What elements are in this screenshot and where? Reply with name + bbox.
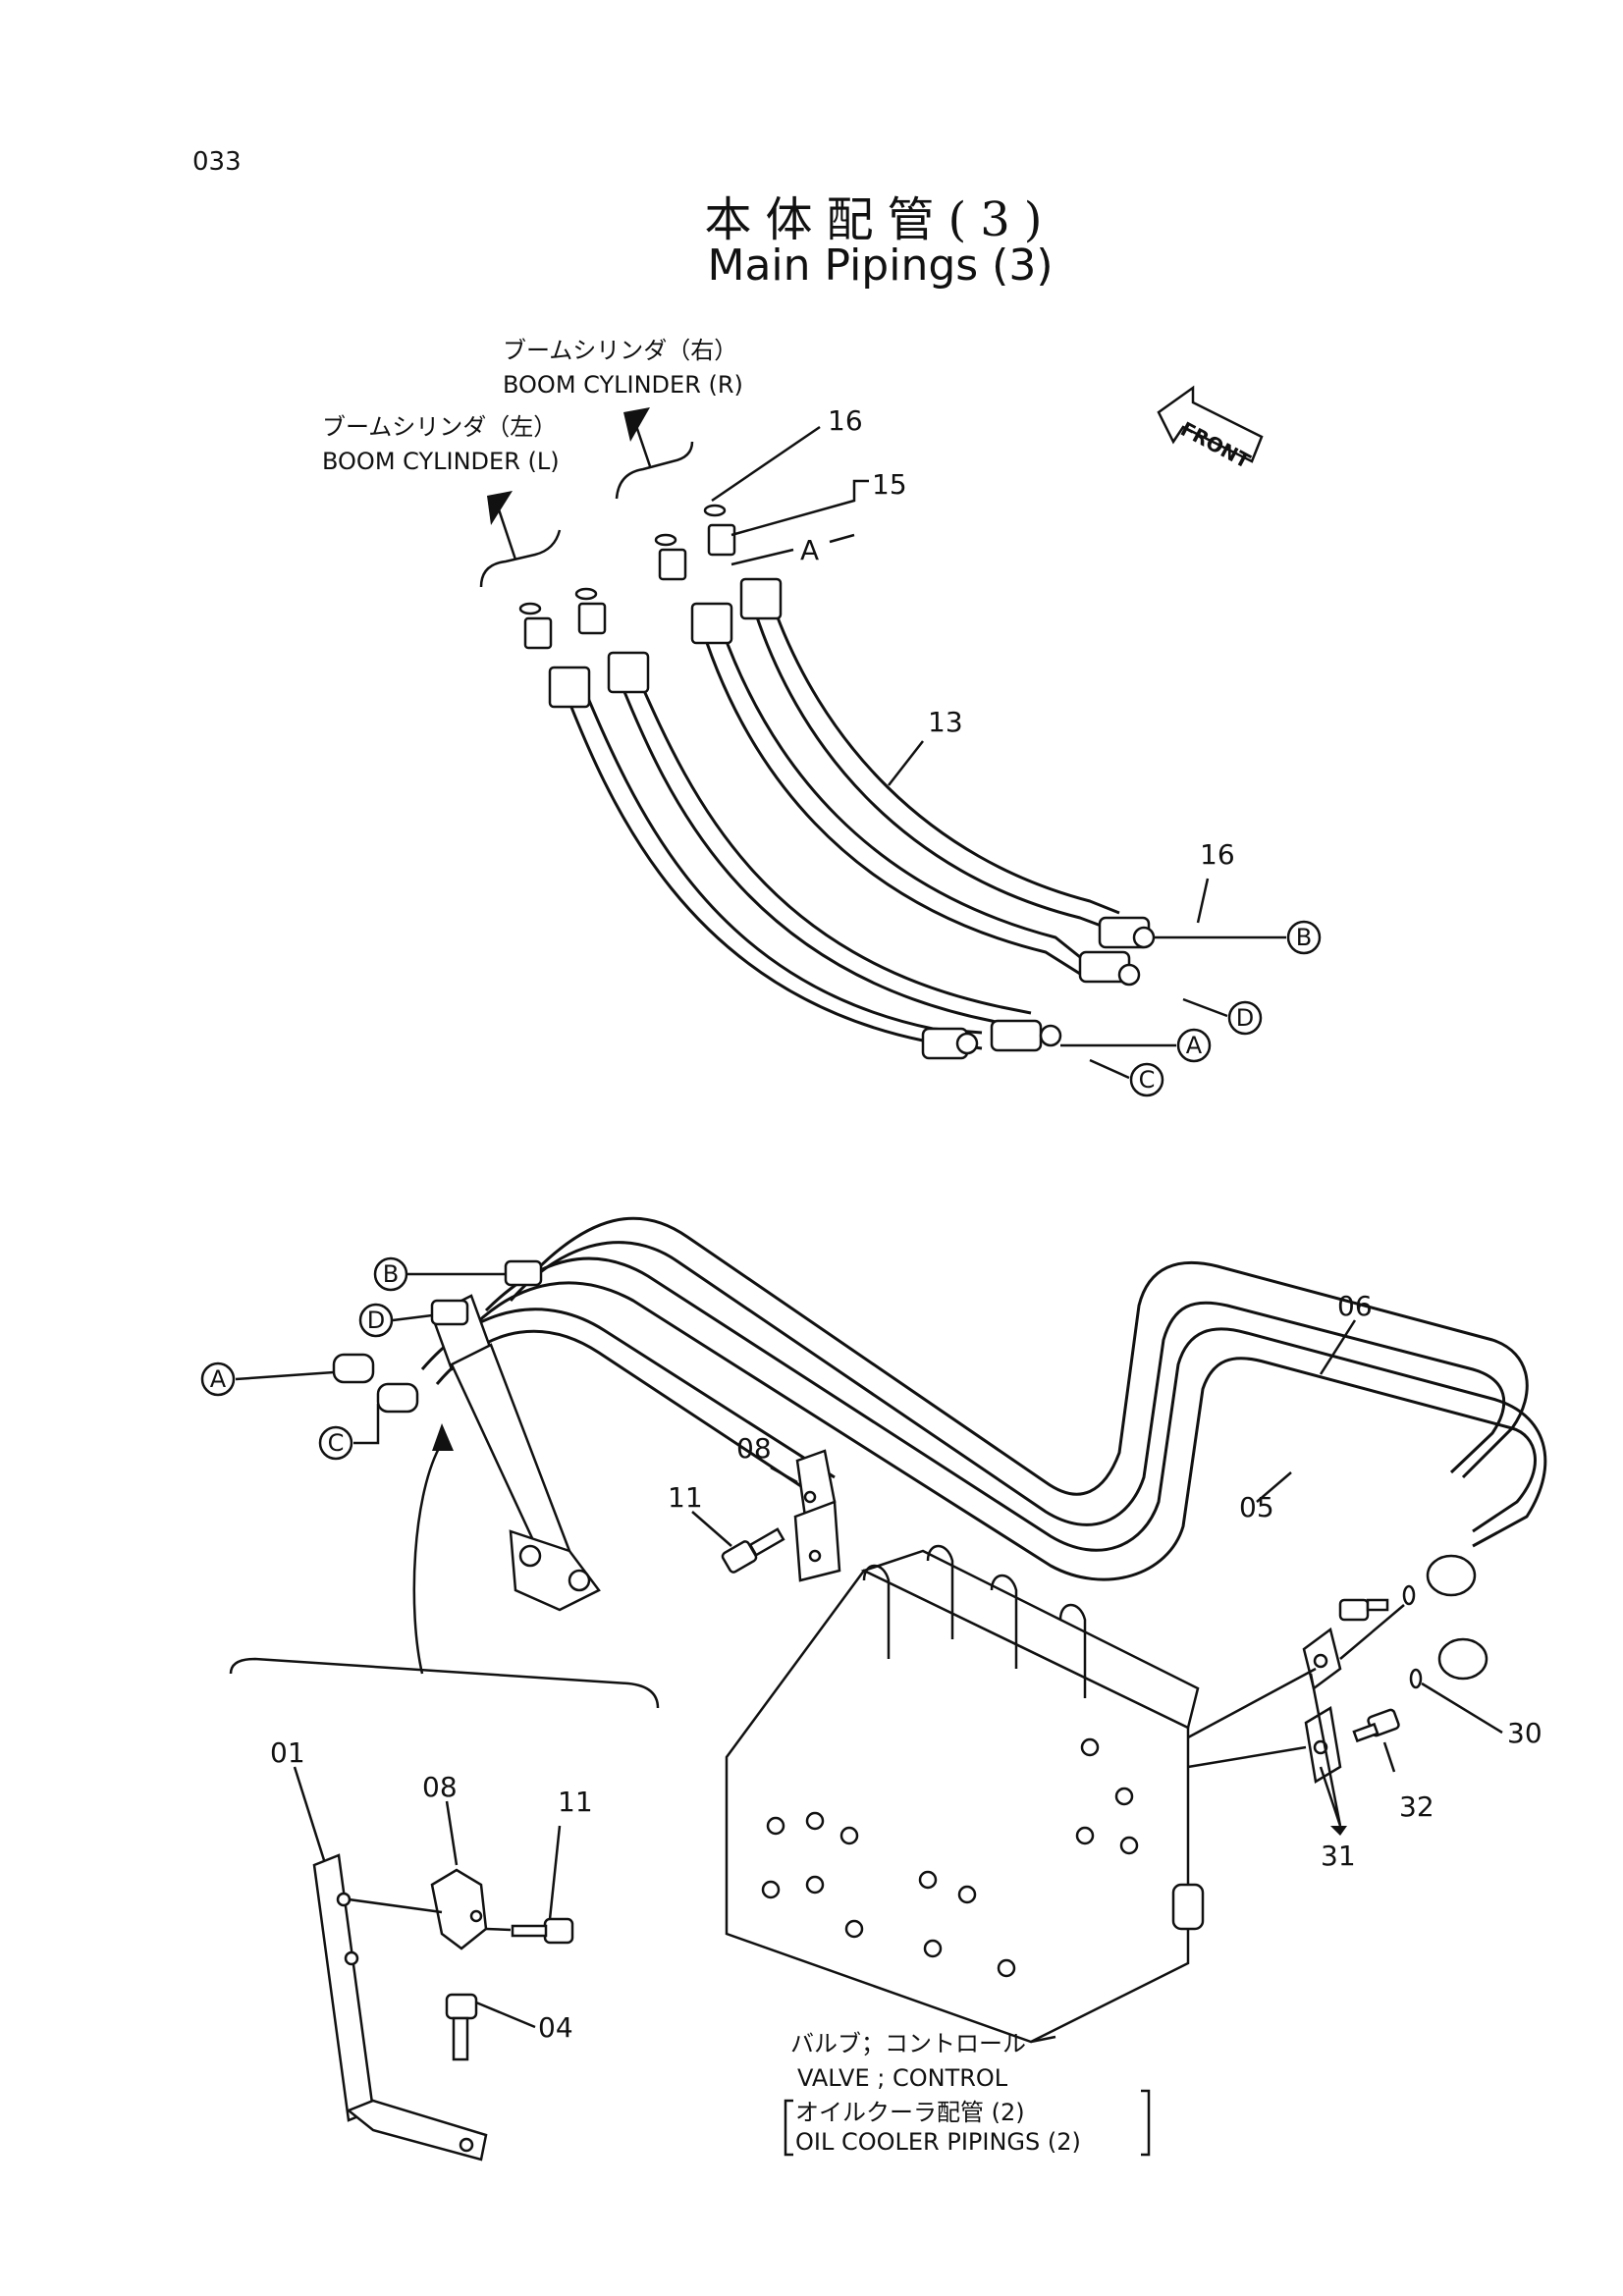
- bolt-04: [445, 1993, 478, 2061]
- ref-b-upper: B: [1296, 924, 1312, 951]
- page-number: 033: [192, 147, 242, 177]
- pipe-end-lower: [1437, 1637, 1488, 1681]
- part-a-label: A: [800, 534, 819, 566]
- cooler-bracket-left: [784, 2099, 793, 2157]
- boom-l-brace: [479, 491, 562, 588]
- upper-fittings: [518, 504, 1156, 1060]
- boom-r-en: BOOM CYLINDER (R): [503, 371, 743, 399]
- clamp-08-upper: [793, 1449, 841, 1582]
- title-english: Main Pipings (3): [707, 240, 1054, 291]
- part-06: 06: [1337, 1290, 1373, 1322]
- part-31: 31: [1321, 1840, 1356, 1872]
- part-01: 01: [270, 1736, 305, 1769]
- bolt-32-lower: [1352, 1708, 1400, 1743]
- ref-a-upper: A: [1186, 1032, 1203, 1059]
- front-arrow: FRONT: [1157, 385, 1264, 473]
- bolt-11-inset: [511, 1917, 574, 1945]
- part-11-inset: 11: [558, 1786, 593, 1818]
- control-valve-body: [725, 1544, 1205, 2044]
- part-04: 04: [538, 2011, 573, 2044]
- leader-11-inset: [548, 1825, 562, 1920]
- ref-d-upper: D: [1236, 1004, 1254, 1032]
- ref-a-lower: A: [210, 1365, 227, 1393]
- part-32: 32: [1399, 1790, 1434, 1823]
- o-ring-30: [1409, 1668, 1423, 1689]
- bracket-01: [312, 1853, 488, 2162]
- bolt-32-upper: [1338, 1598, 1389, 1622]
- cooler-bracket-right: [1141, 2089, 1151, 2157]
- flange-31-upper: [1302, 1627, 1342, 1691]
- ref-d-lower: D: [367, 1307, 385, 1334]
- part-08-inset: 08: [422, 1771, 458, 1803]
- inset-bracket: [229, 1657, 660, 1709]
- o-ring-upper: [1402, 1584, 1416, 1606]
- ref-c-upper: C: [1139, 1066, 1156, 1094]
- leader-08-inset: [445, 1800, 459, 1866]
- part-16b: 16: [1200, 838, 1235, 871]
- part-16a: 16: [828, 404, 863, 437]
- bolt-11-upper: [721, 1527, 785, 1574]
- ref-b-lower: B: [383, 1260, 399, 1288]
- title-japanese: 本体配管(3): [704, 192, 1056, 247]
- ref-c-lower: C: [328, 1429, 345, 1457]
- pipe-bracket: [332, 1259, 601, 1612]
- part-13: 13: [928, 706, 963, 738]
- leader-13: [888, 740, 924, 786]
- part-08-upper: 08: [736, 1432, 772, 1465]
- pipe-end-upper: [1426, 1554, 1477, 1597]
- boom-r-jp: ブームシリンダ（右）: [503, 337, 737, 364]
- leader-15: [730, 479, 869, 537]
- boom-l-jp: ブームシリンダ（左）: [322, 413, 557, 441]
- part-11-upper: 11: [668, 1481, 703, 1514]
- part-30: 30: [1507, 1717, 1542, 1749]
- leader-a-label: [730, 548, 794, 566]
- part-15: 15: [872, 468, 907, 501]
- cooler-en: OIL COOLER PIPINGS (2): [795, 2128, 1081, 2156]
- inset-arrow: [412, 1442, 444, 1675]
- leader-16a: [711, 425, 821, 503]
- leader-16b: [1196, 878, 1210, 924]
- cooler-jp: オイルクーラ配管 (2): [795, 2099, 1025, 2126]
- valve-en: VALVE ; CONTROL: [797, 2064, 1008, 2092]
- boom-r-brace: [615, 407, 694, 500]
- flange-31-lower: [1304, 1705, 1342, 1785]
- pipes-05-06: [420, 1216, 1547, 1581]
- clamp-08-inset: [430, 1868, 488, 1950]
- leader-04: [475, 2001, 536, 2029]
- leader-05: [1256, 1471, 1292, 1503]
- boom-l-en: BOOM CYLINDER (L): [322, 448, 560, 475]
- valve-jp: バルブ；コントロール: [790, 2030, 1026, 2057]
- hoses-13: [558, 598, 1120, 1050]
- part-05: 05: [1239, 1491, 1274, 1523]
- leader-06: [1319, 1319, 1357, 1375]
- leader-01: [293, 1766, 326, 1861]
